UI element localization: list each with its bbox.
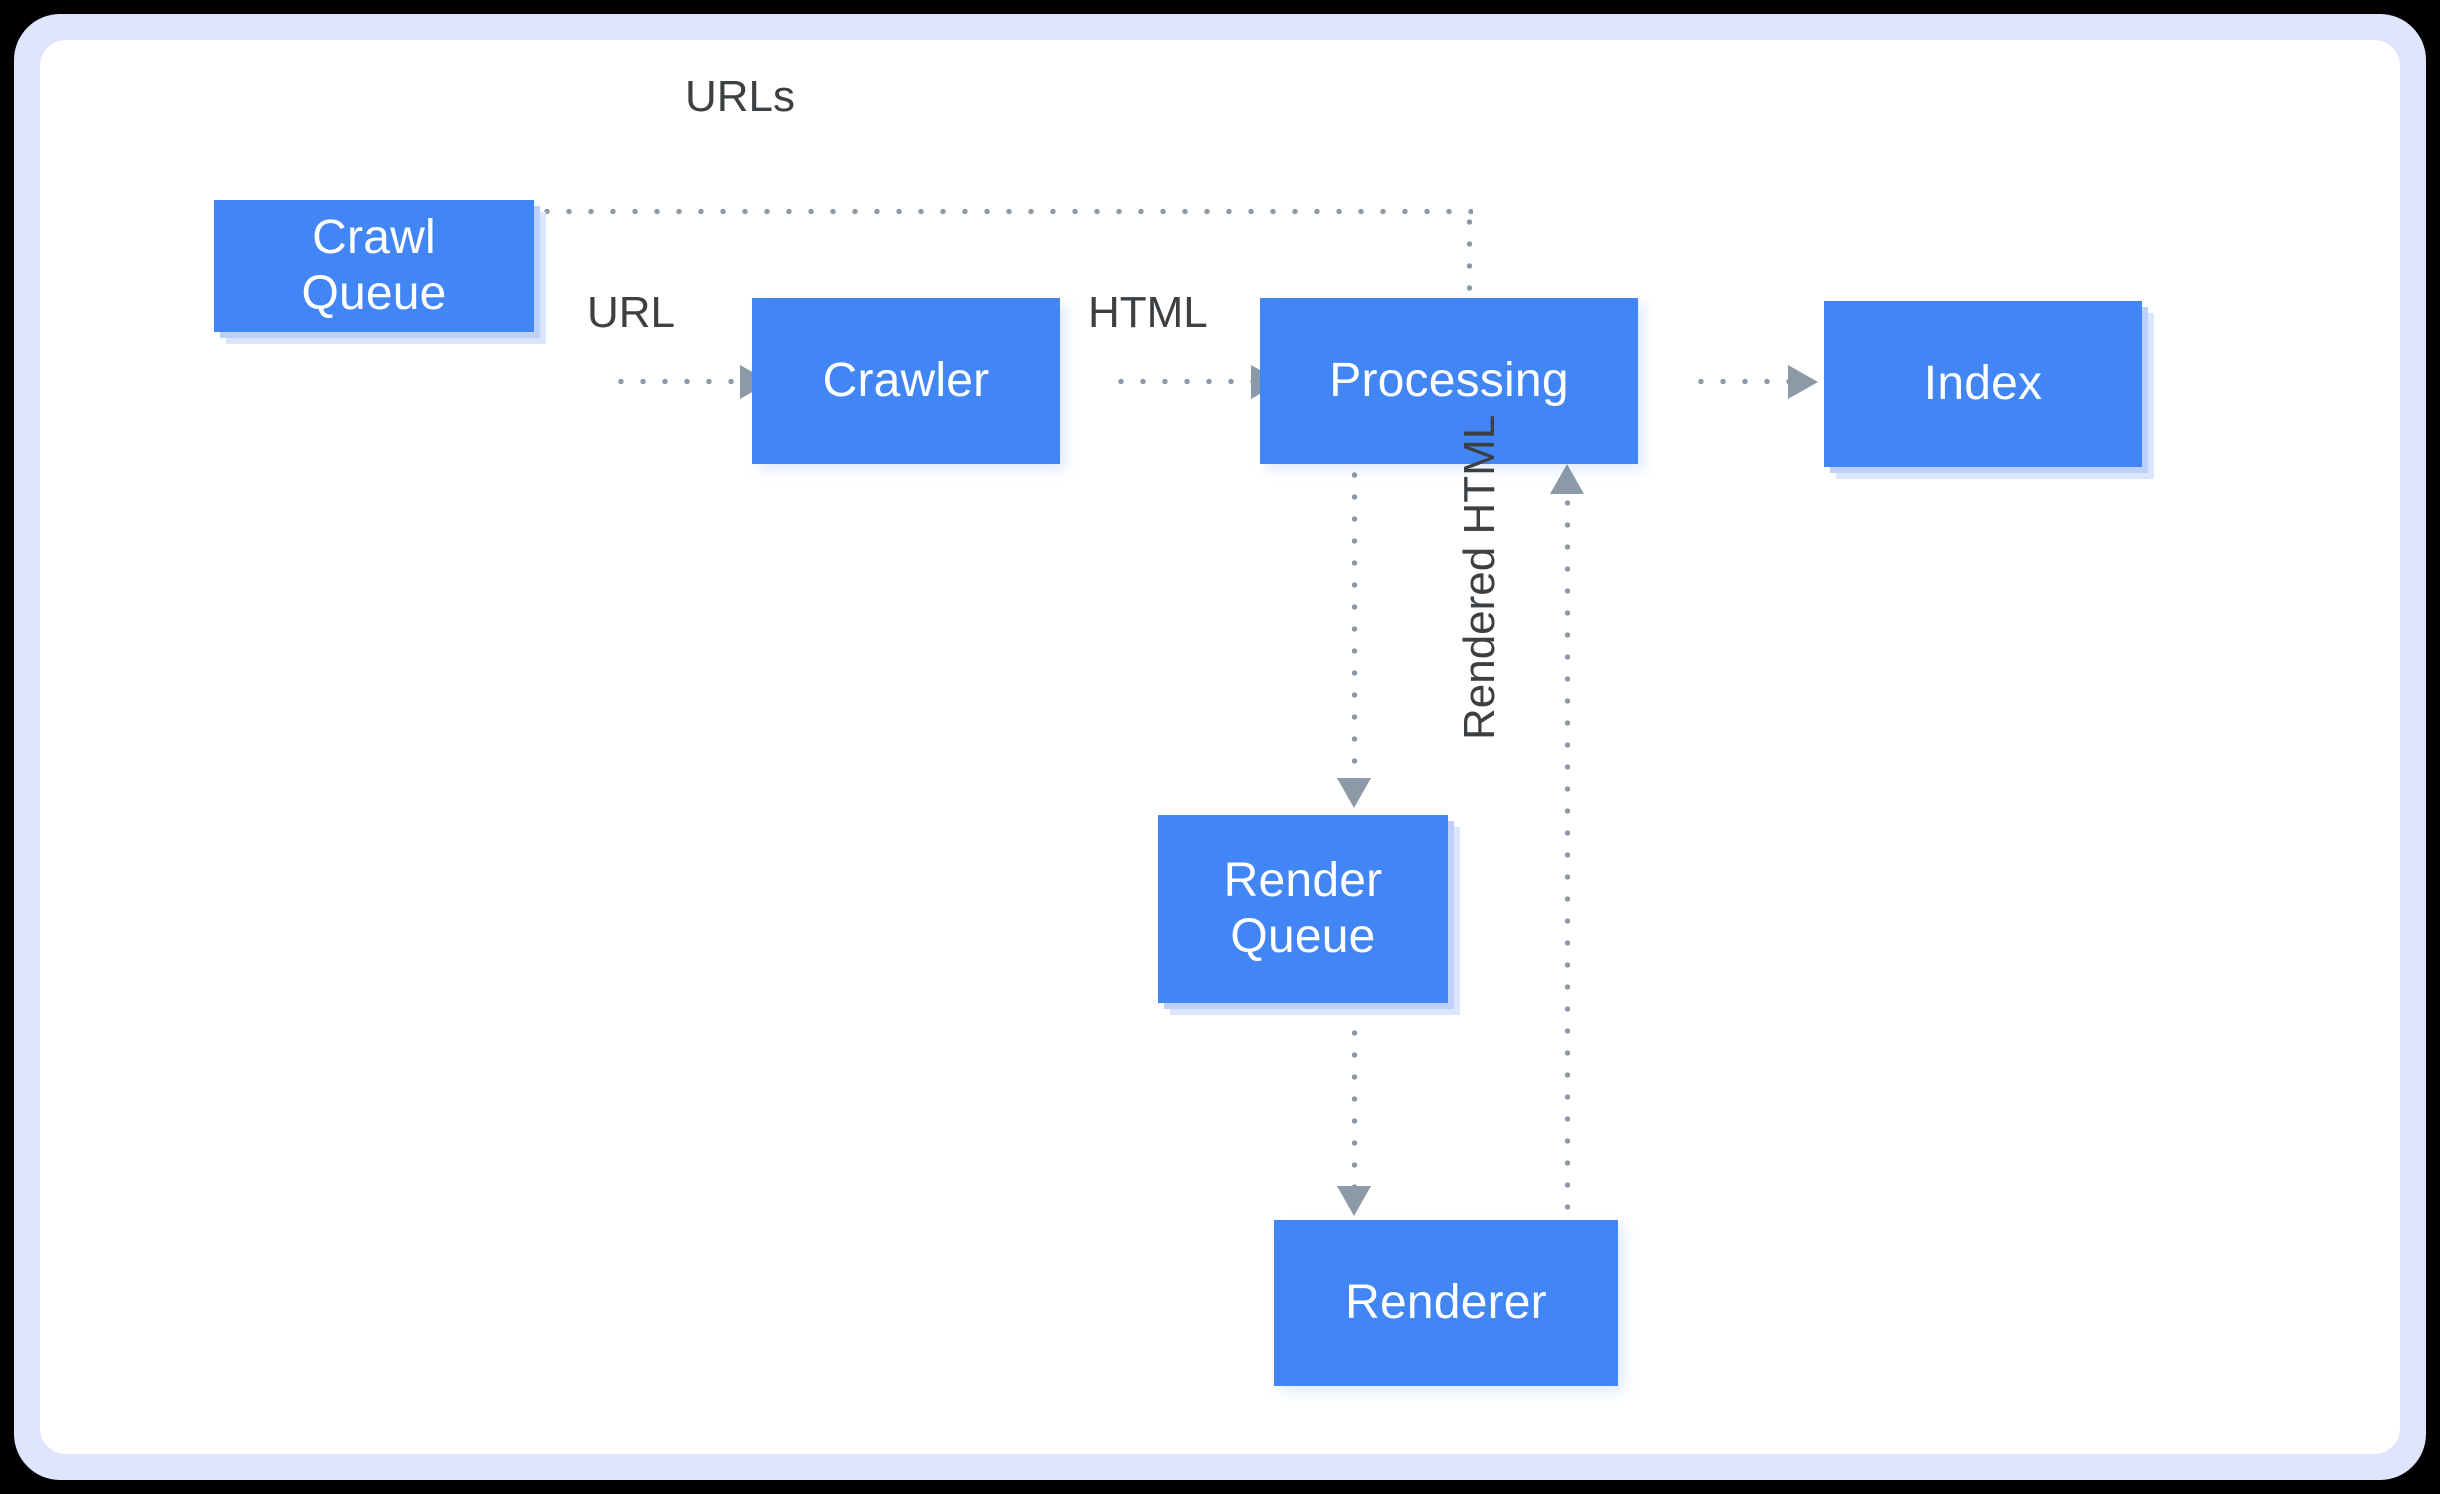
node-crawler[interactable]: Crawler	[752, 298, 1060, 464]
node-renderer[interactable]: Renderer	[1274, 1220, 1618, 1386]
edge-crawlqueue-to-crawler-line	[610, 378, 750, 385]
edge-renderer-to-processing-line	[1564, 492, 1571, 1240]
edge-label-html: HTML	[1088, 288, 1208, 337]
edge-processing-to-index-line	[1690, 378, 1812, 385]
diagram-frame: Crawl Queue Crawler Processing Index Ren…	[14, 14, 2426, 1480]
diagram-canvas: Crawl Queue Crawler Processing Index Ren…	[40, 40, 2400, 1454]
node-processing[interactable]: Processing	[1260, 298, 1638, 464]
edge-crawler-to-processing-line	[1110, 378, 1260, 385]
edge-processing-to-crawlqueue-riser	[1466, 211, 1473, 307]
arrowhead-into-processing-bottom	[1550, 464, 1584, 494]
edge-label-urls: URLs	[685, 72, 796, 121]
node-crawl-queue[interactable]: Crawl Queue	[214, 200, 534, 332]
edge-processing-to-crawlqueue-span	[448, 208, 1473, 215]
edge-renderqueue-to-renderer-line	[1351, 1000, 1358, 1190]
arrowhead-into-render-queue	[1337, 778, 1371, 808]
arrowhead-into-index	[1788, 365, 1818, 399]
edge-label-url: URL	[587, 288, 676, 337]
edge-label-rendered-html: Rendered HTML	[1455, 414, 1504, 740]
node-index[interactable]: Index	[1824, 301, 2142, 467]
node-render-queue[interactable]: Render Queue	[1158, 815, 1448, 1003]
edge-processing-to-renderqueue-line	[1351, 464, 1358, 784]
arrowhead-into-renderer	[1337, 1186, 1371, 1216]
